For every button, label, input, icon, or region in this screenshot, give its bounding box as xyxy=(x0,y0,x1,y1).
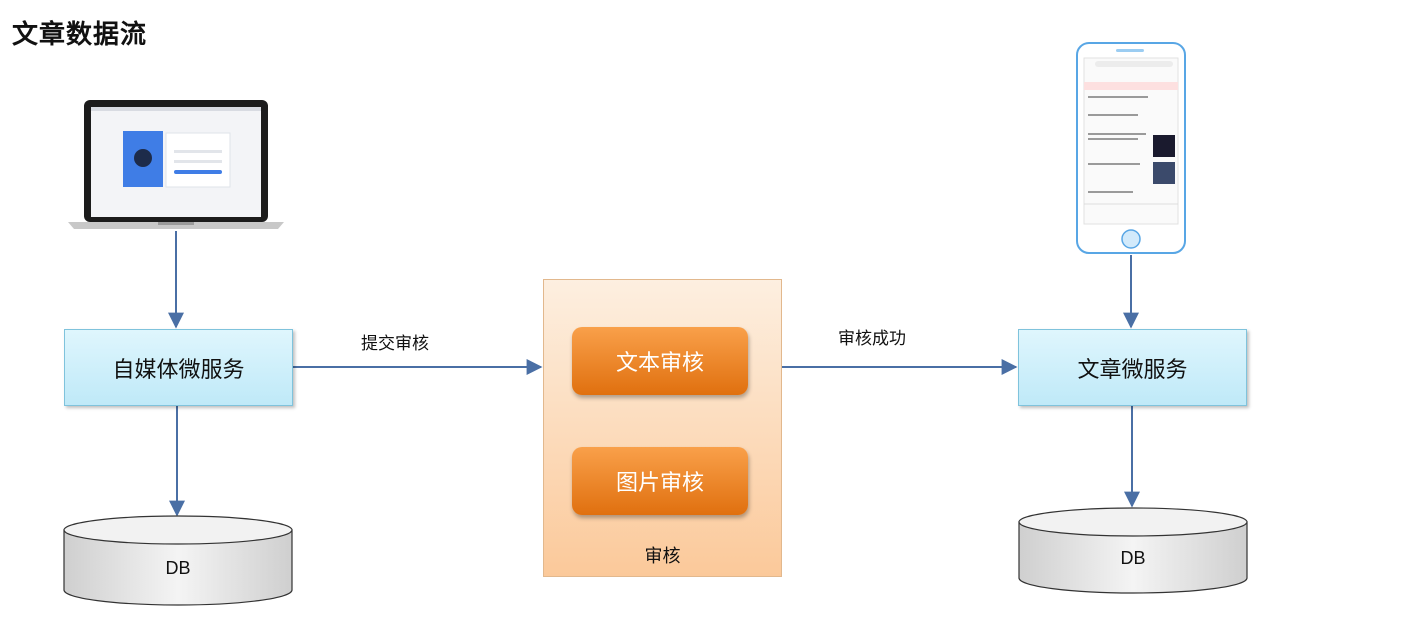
audit-group: 文本审核 图片审核 审核 xyxy=(543,279,782,577)
image-audit-node: 图片审核 xyxy=(572,447,748,515)
audit-group-label: 审核 xyxy=(644,546,681,567)
text-audit-node: 文本审核 xyxy=(572,327,748,395)
db-right-label: DB xyxy=(1120,548,1145,568)
phone-icon xyxy=(1076,42,1186,254)
db-left-cylinder: DB xyxy=(63,515,293,606)
article-service-node: 文章微服务 xyxy=(1018,329,1247,406)
db-right-cylinder: DB xyxy=(1018,507,1248,594)
page-title: 文章数据流 xyxy=(12,20,148,50)
edge-label-submit-audit: 提交审核 xyxy=(361,334,429,354)
edge-label-audit-success: 审核成功 xyxy=(838,329,906,349)
db-left-label: DB xyxy=(165,558,190,578)
media-service-node: 自媒体微服务 xyxy=(64,329,293,406)
laptop-icon xyxy=(68,100,284,229)
